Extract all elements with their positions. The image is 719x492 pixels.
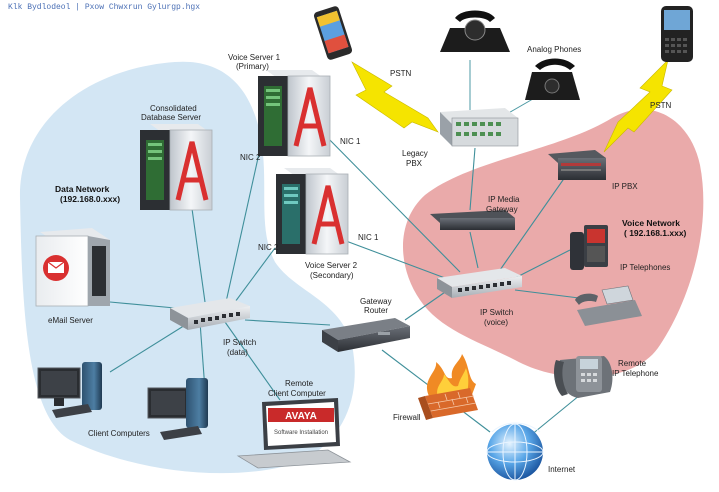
- pstn-bolt-left: [351, 61, 439, 133]
- header-caption: Klk Bydlodeol | Pxow Chwxrun Gylurgp.hgx: [8, 3, 200, 12]
- ip-switch-data-label-line2: (data): [227, 348, 248, 357]
- data-network-title: Data Network: [55, 184, 110, 194]
- firewall-label: Firewall: [393, 413, 421, 422]
- internet-label: Internet: [548, 465, 576, 474]
- ip-telephones-label: IP Telephones: [620, 263, 670, 272]
- remote-client-label-line1: Remote: [285, 379, 314, 388]
- link-legacy-pbx-to-gateway: [469, 147, 476, 211]
- remote-client-label-line2: Client Computer: [268, 389, 326, 398]
- legacy-pbx-label-line1: Legacy: [402, 149, 428, 158]
- ip-switch-voice-device: [437, 268, 522, 298]
- gateway-router-device: [322, 318, 410, 352]
- link-ip-phone1-to-voice-switch: [514, 249, 571, 279]
- email-server-label: eMail Server: [48, 316, 93, 325]
- pstn-bolt-right: [603, 59, 673, 153]
- smartphone-left-icon: [313, 6, 353, 60]
- ip-telephone-2-icon: [575, 285, 642, 326]
- ip-pbx-label: IP PBX: [612, 182, 638, 191]
- client-computer-1-icon: [37, 362, 102, 418]
- connection-lines: [109, 60, 596, 441]
- pstn-right-label: PSTN: [650, 101, 672, 110]
- analog-phone-1-icon: [440, 10, 510, 52]
- vs1-nic2-label: NIC 2: [240, 153, 261, 162]
- voice-server-1-primary: [258, 70, 331, 157]
- ip-pbx-device: [548, 150, 606, 180]
- voice-server-2-secondary: [276, 168, 349, 255]
- legacy-pbx-label-line2: PBX: [406, 159, 423, 168]
- link-ip-pbx-to-voice-switch: [499, 169, 571, 271]
- vs2-nic2-label: NIC 2: [258, 243, 279, 252]
- remote-client-laptop-icon: [236, 398, 352, 469]
- voice-server-2-label-line1: Voice Server 2: [305, 261, 358, 270]
- laptop-screen-brand: AVAYA: [285, 411, 317, 422]
- email-server-device: [35, 228, 110, 307]
- voice-server-1-label-line1: Voice Server 1: [228, 53, 281, 62]
- laptop-screen-subtitle: Software Installation: [274, 430, 328, 436]
- consolidated-label-line2: Database Server: [141, 113, 201, 122]
- gateway-router-label-line1: Gateway: [360, 297, 392, 306]
- link-vs1-nic1-to-voice-switch: [319, 129, 461, 273]
- remote-ip-telephone-icon: [554, 356, 613, 398]
- analog-phones-label: Analog Phones: [527, 45, 581, 54]
- legacy-pbx-device: [440, 108, 519, 147]
- client-computer-2-icon: [147, 378, 208, 440]
- voice-network-zone: [402, 109, 704, 378]
- ip-switch-voice-label-line1: IP Switch: [480, 308, 513, 317]
- data-network-subnet: (192.168.0.xxx): [60, 194, 120, 204]
- remote-ip-telephone-label-line1: Remote: [618, 359, 647, 368]
- analog-phone-2-icon: [525, 58, 580, 100]
- link-vs1-nic2-to-data-switch: [225, 139, 263, 303]
- internet-globe-icon: [486, 422, 544, 481]
- data-network-zone: [19, 61, 355, 474]
- consolidated-database-server: [140, 124, 213, 211]
- voice-network-title: Voice Network: [622, 218, 680, 228]
- pstn-left-label: PSTN: [390, 69, 412, 78]
- ip-telephone-1-icon: [570, 225, 608, 270]
- link-remote-to-data-switch: [224, 321, 281, 401]
- gateway-router-label-line2: Router: [364, 306, 388, 315]
- link-client1-to-data-switch: [109, 321, 191, 373]
- remote-ip-telephone-label-line2: IP Telephone: [612, 369, 659, 378]
- link-data-switch-to-router: [244, 319, 331, 326]
- link-router-to-voice-switch: [404, 289, 449, 321]
- ip-media-gateway-label-line2: Gateway: [486, 205, 518, 214]
- vs1-nic1-label: NIC 1: [340, 137, 361, 146]
- ip-media-gateway-label-line1: IP Media: [488, 195, 520, 204]
- consolidated-label-line1: Consolidated: [150, 104, 197, 113]
- ip-switch-data-label-line1: IP Switch: [223, 338, 256, 347]
- voice-server-1-label-line2: (Primary): [236, 62, 269, 71]
- client-computers-label: Client Computers: [88, 429, 150, 438]
- link-vs2-nic1-to-voice-switch: [329, 234, 446, 279]
- ip-media-gateway-device: [430, 210, 515, 230]
- firewall-icon: [418, 354, 478, 420]
- blackberry-phone-icon: [661, 6, 693, 62]
- voice-network-subnet: ( 192.168.1.xxx): [624, 228, 687, 238]
- voice-server-2-label-line2: (Secondary): [310, 271, 354, 280]
- vs2-nic1-label: NIC 1: [358, 233, 379, 242]
- ip-switch-voice-label-line2: (voice): [484, 318, 508, 327]
- link-vs2-nic2-to-data-switch: [234, 247, 276, 303]
- link-email-to-data-switch: [109, 301, 176, 309]
- link-gateway-to-voice-switch: [469, 231, 479, 269]
- ip-switch-data-device: [170, 298, 250, 330]
